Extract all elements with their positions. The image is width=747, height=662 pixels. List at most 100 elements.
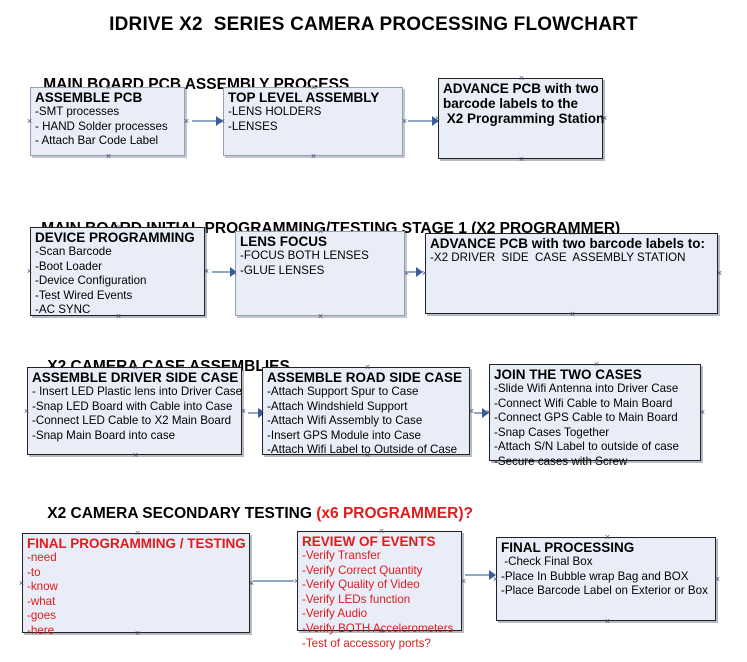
box-item: -Verify LEDs function: [302, 592, 411, 606]
connection-handle-left[interactable]: [293, 578, 300, 585]
connection-handle-bottom[interactable]: [317, 313, 324, 320]
box-final-programming-testing[interactable]: FINAL PROGRAMMING / TESTING -need -to -k…: [22, 530, 250, 637]
box-item: -Connect GPS Cable to Main Board: [494, 411, 678, 425]
box-item: X2 Programming Station: [443, 111, 605, 126]
connection-handle-right[interactable]: [240, 408, 247, 415]
connection-handle-left[interactable]: [434, 115, 441, 122]
box-title: ADVANCE PCB with two barcode labels to:: [430, 236, 706, 251]
box-item: -GLUE LENSES: [240, 263, 325, 277]
box-item: -Place In Bubble wrap Bag and BOX: [501, 569, 689, 583]
connector-device-programming-to-lens-focus: [212, 271, 234, 273]
box-assemble-pcb[interactable]: ASSEMBLE PCB -SMT processes - HAND Solde…: [30, 87, 185, 156]
box-item: -Snap Cases Together: [494, 425, 610, 439]
connection-handle-right[interactable]: [401, 118, 408, 125]
connection-handle-bottom[interactable]: [310, 153, 317, 160]
box-item: - HAND Solder processes: [35, 119, 168, 133]
box-title: TOP LEVEL ASSEMBLY: [228, 90, 380, 105]
box-item: -need: [27, 551, 57, 564]
connection-handle-bottom[interactable]: [604, 618, 611, 625]
connection-handle-left[interactable]: [23, 408, 30, 415]
box-item: -Test Wired Events: [35, 288, 133, 302]
connector-final-programming-to-review-events: [253, 580, 294, 582]
connection-handle-top[interactable]: [604, 534, 611, 541]
box-item: -Boot Loader: [35, 259, 103, 273]
connector-top-level-to-advance-pcb: [408, 120, 436, 122]
box-assemble-driver-side-case[interactable]: ASSEMBLE DRIVER SIDE CASE - Insert LED P…: [27, 367, 242, 455]
connection-handle-bottom[interactable]: [134, 630, 141, 637]
connection-handle-top[interactable]: [378, 528, 385, 535]
box-lens-focus[interactable]: LENS FOCUS -FOCUS BOTH LENSES -GLUE LENS…: [235, 231, 405, 316]
box-assemble-road-side-case[interactable]: ASSEMBLE ROAD SIDE CASE -Attach Support …: [262, 364, 470, 456]
box-title: FINAL PROGRAMMING / TESTING: [27, 536, 246, 551]
box-join-the-two-cases[interactable]: JOIN THE TWO CASES -Slide Wifi Antenna i…: [489, 361, 701, 468]
box-item: -to: [27, 565, 41, 579]
connection-handle-right[interactable]: [714, 576, 721, 583]
box-title: REVIEW OF EVENTS: [302, 534, 436, 549]
connector-lens-focus-to-advance-pcb: [408, 271, 420, 273]
connection-handle-left[interactable]: [26, 268, 33, 275]
connector-assemble-pcb-to-top-level: [192, 120, 218, 122]
connection-handle-top[interactable]: [105, 84, 112, 91]
box-item: -Snap Main Board into case: [32, 428, 176, 442]
connection-handle-top[interactable]: [593, 361, 600, 368]
box-item: - Attach Bar Code Label: [35, 134, 159, 148]
box-device-programming[interactable]: DEVICE PROGRAMMING -Scan Barcode -Boot L…: [30, 227, 205, 316]
box-top-level-assembly[interactable]: TOP LEVEL ASSEMBLY -LENS HOLDERS -LENSES: [223, 87, 403, 156]
connection-handle-top[interactable]: [569, 230, 576, 237]
connection-handle-top[interactable]: [132, 364, 139, 371]
connection-handle-right[interactable]: [183, 118, 190, 125]
connection-handle-top[interactable]: [364, 364, 371, 371]
section-heading-4-text: X2 CAMERA SECONDARY TESTING: [47, 505, 317, 522]
connection-handle-right[interactable]: [716, 270, 723, 277]
connection-handle-bottom[interactable]: [518, 156, 525, 163]
connection-handle-left[interactable]: [219, 118, 226, 125]
connection-handle-left[interactable]: [26, 118, 33, 125]
box-title: ADVANCE PCB with two: [443, 81, 599, 96]
box-item: -Scan Barcode: [35, 245, 112, 258]
box-item-overflow: -Test of accessory ports?: [302, 636, 431, 650]
connection-handle-top[interactable]: [310, 84, 317, 91]
connection-handle-bottom[interactable]: [569, 311, 576, 318]
connection-handle-bottom[interactable]: [132, 452, 139, 459]
box-final-processing[interactable]: FINAL PROCESSING -Check Final Box -Place…: [496, 537, 716, 621]
connection-handle-left[interactable]: [258, 408, 265, 415]
connection-handle-top[interactable]: [134, 530, 141, 537]
connection-handle-left[interactable]: [231, 270, 238, 277]
connection-handle-bottom[interactable]: [105, 153, 112, 160]
connector-driver-case-to-road-case: [248, 412, 262, 414]
box-title: FINAL PROCESSING: [501, 540, 635, 555]
connection-handle-right[interactable]: [699, 409, 706, 416]
box-item: -know: [27, 580, 58, 594]
connection-handle-left[interactable]: [421, 270, 428, 277]
box-advance-pcb-to-x2-programming-station[interactable]: ADVANCE PCB with two barcode labels to t…: [438, 75, 605, 159]
box-title: ASSEMBLE PCB: [35, 90, 143, 105]
connection-handle-right[interactable]: [460, 578, 467, 585]
box-item: -Verify BOTH Accelerometers: [302, 621, 454, 635]
box-review-of-events[interactable]: REVIEW OF EVENTS -Verify Transfer -Verif…: [297, 528, 462, 650]
connection-handle-left[interactable]: [18, 580, 25, 587]
box-advance-pcb-to-driver-side-case[interactable]: ADVANCE PCB with two barcode labels to: …: [425, 233, 718, 314]
connection-handle-bottom[interactable]: [593, 458, 600, 465]
box-title: ASSEMBLE ROAD SIDE CASE: [267, 370, 463, 385]
connection-handle-right[interactable]: [601, 115, 608, 122]
box-item: -SMT processes: [35, 105, 120, 118]
connection-handle-bottom[interactable]: [378, 628, 385, 635]
box-item: -Connect LED Cable to X2 Main Board: [32, 414, 232, 428]
box-item: -FOCUS BOTH LENSES: [240, 249, 369, 262]
connection-handle-bottom[interactable]: [364, 452, 371, 459]
connection-handle-top[interactable]: [115, 224, 122, 231]
arrow-icon: [416, 267, 423, 277]
box-item: -Attach S/N Label to outside of case: [494, 440, 679, 454]
connection-handle-bottom[interactable]: [115, 313, 122, 320]
connection-handle-left[interactable]: [492, 576, 499, 583]
box-item: -Verify Correct Quantity: [302, 563, 423, 577]
connection-handle-left[interactable]: [485, 409, 492, 416]
box-item: -Secure cases with Screw: [494, 454, 628, 468]
connection-handle-right[interactable]: [203, 268, 210, 275]
connection-handle-top[interactable]: [518, 75, 525, 82]
box-item: -Attach Support Spur to Case: [267, 385, 419, 398]
box-item: -Connect Wifi Cable to Main Board: [494, 396, 673, 410]
connection-handle-top[interactable]: [317, 228, 324, 235]
section-heading-4: X2 CAMERA SECONDARY TESTING (x6 PROGRAMM…: [30, 487, 473, 541]
